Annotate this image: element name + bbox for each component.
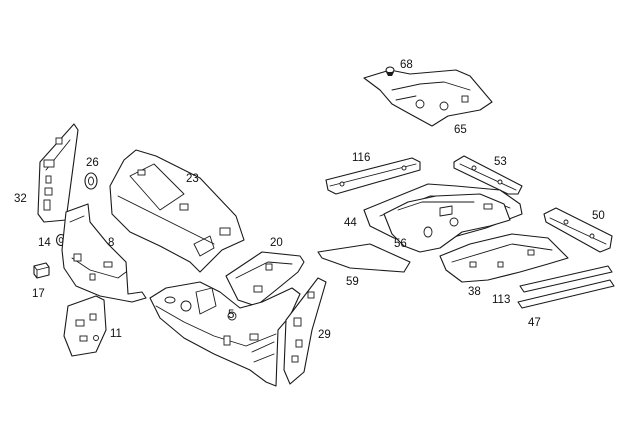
callout-20: 20 (270, 237, 283, 249)
part-53-crossmember (453, 155, 523, 195)
callout-47: 47 (528, 317, 541, 329)
part-32-pillar-panel (37, 123, 79, 223)
part-50-side-member (543, 207, 613, 253)
part-59-flat-plate (317, 243, 411, 273)
callout-32: 32 (14, 193, 27, 205)
callout-53: 53 (494, 156, 507, 168)
callout-26: 26 (86, 157, 99, 169)
part-20-cowl-panel (225, 251, 305, 307)
part-56-center-tunnel (383, 193, 511, 253)
part-116-crossmember (325, 157, 421, 195)
callout-29: 29 (318, 329, 331, 341)
callout-5: 5 (228, 309, 234, 321)
part-68-clip (385, 66, 395, 76)
callout-44: 44 (344, 217, 357, 229)
part-38-rear-floor (439, 233, 569, 283)
part-17-block (33, 262, 50, 279)
part-26-grommet (84, 172, 98, 190)
part-47-strip (517, 279, 615, 309)
part-5-front-structure (149, 281, 301, 387)
part-65-tunnel-panel (363, 69, 493, 127)
part-29-side-pillar (283, 277, 327, 385)
callout-56: 56 (394, 238, 407, 250)
callout-116: 116 (352, 152, 370, 164)
part-11-bracket (63, 295, 107, 357)
callout-113: 113 (492, 294, 510, 306)
callout-8: 8 (108, 237, 114, 249)
callout-17: 17 (32, 288, 45, 300)
callout-59: 59 (346, 276, 359, 288)
part-8-side-panel (61, 203, 147, 303)
part-23-firewall-panel (109, 149, 245, 273)
callout-65: 65 (454, 124, 467, 136)
callout-23: 23 (186, 173, 199, 185)
callout-50: 50 (592, 210, 605, 222)
callout-68: 68 (400, 59, 413, 71)
callout-14: 14 (38, 237, 51, 249)
callout-38: 38 (468, 286, 481, 298)
part-113-strip (519, 265, 613, 293)
callout-11: 11 (110, 328, 122, 340)
